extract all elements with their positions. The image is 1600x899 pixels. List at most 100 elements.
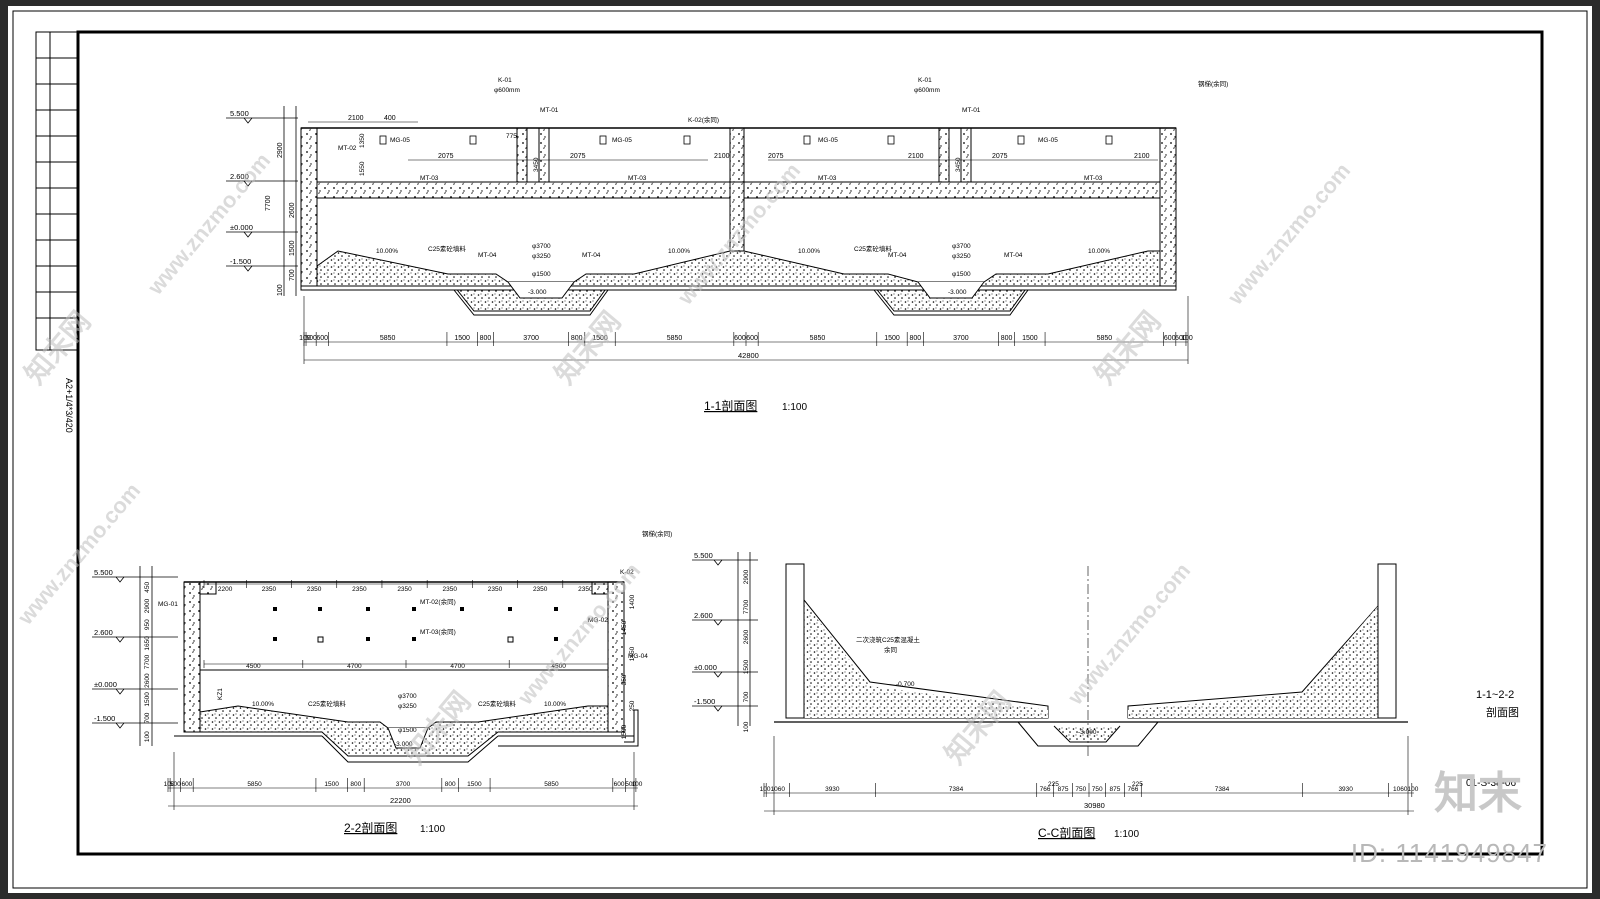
bottom-dim-text-cc: 100 [760, 786, 771, 793]
left-title-strip [35, 31, 79, 351]
bottom-dim-text-11: 500 [1175, 335, 1187, 342]
label-bottom-elev: -3.000 [528, 289, 547, 296]
label-mt04-c: MT-04 [888, 252, 907, 259]
elev-cc-a: 5.500 [694, 551, 713, 560]
bottom-dim-text-11: 1500 [454, 335, 470, 342]
bottom-dim-text-11: 800 [909, 335, 921, 342]
vertical-dim-text-22-right: 1400 [629, 594, 636, 609]
elev-11-c: ±0.000 [230, 223, 253, 232]
bottom-dim-text-22: 600 [614, 781, 625, 788]
bottom-dim-text-11: 5850 [667, 335, 683, 342]
label-phi1500-b: φ1500 [952, 271, 971, 278]
vertical-dim-text-22: 2900 [144, 598, 151, 613]
label-c25-22-b: C25素砼填料 [478, 699, 516, 708]
drawing-number: 01-S-38-06 [1466, 778, 1516, 789]
openings-11 [379, 135, 1113, 145]
label-mg04: MG-04 [628, 653, 648, 660]
image-id-label: ID: 1141949847 [1350, 838, 1548, 868]
bottom-dim-text-11: 600 [316, 335, 328, 342]
label-bottom-elev-22: -3.000 [394, 741, 413, 748]
rebar-marks-22 [273, 607, 558, 643]
tdim-11-a: 2100 [348, 115, 364, 122]
vertical-dim-text-22-right: 1450 [621, 620, 628, 635]
sheet-title-line2: 剖面图 [1486, 705, 1519, 719]
bottom-dim-text-11: 100 [1181, 335, 1193, 342]
label-ladder: 钢梯(余同) [1198, 79, 1228, 88]
vdim-11-e: 700 [289, 269, 296, 281]
label-slope-d: 10.00% [1088, 248, 1110, 255]
label-slope-c: 10.00% [798, 248, 820, 255]
bottom-dim-text-11: 800 [480, 335, 492, 342]
tdim-11-h2: 3450 [955, 157, 962, 172]
elevation-markers-cc [692, 552, 758, 726]
top-dim-text-22: 2350 [262, 586, 277, 593]
drawing-sheet: A2+1/4*3/420 5.500 2.600 ±0.000 -1.500 2… [8, 6, 1592, 893]
vertical-dim-text-22-right: 1450 [629, 646, 636, 661]
bottom-dim-text-11: 800 [571, 335, 583, 342]
elev-cc-b: 2.600 [694, 611, 713, 620]
label-mg05-b: MG-05 [612, 137, 632, 144]
label-slope-22: 10.00% [252, 701, 274, 708]
bottom-dim-text-11: 600 [746, 335, 758, 342]
mid-dim-text-22: 4500 [551, 663, 566, 670]
vertical-dim-text-cc: 2600 [743, 629, 750, 644]
label-phi600: φ600mm [494, 87, 520, 94]
mid-dim-text-22: 4700 [450, 663, 465, 670]
total-dim-11: 42800 [738, 351, 759, 360]
tdim-11-d2: 2075 [570, 153, 586, 160]
vertical-dim-text-22: 1650 [144, 636, 151, 651]
label-mt03-22: MT-03(余同) [420, 627, 456, 636]
section-c-c: 5.500 2.600 ±0.000 -1.500 二次浇筑C25素混凝土 余同… [692, 551, 1419, 840]
vertical-dim-text-22: 7700 [144, 654, 151, 669]
label-ladder-22: 钢梯(余同) [642, 529, 672, 538]
bottom-dim-text-11: 3700 [523, 335, 539, 342]
vertical-dim-text-22: 950 [144, 619, 151, 630]
tdim-11-d3: 2075 [768, 153, 784, 160]
bottom-dim-text-cc: 750 [1075, 786, 1086, 793]
vertical-dim-text-22-right: 1500 [621, 724, 628, 739]
watermarks: www.znzmo.com www.znzmo.com www.znzmo.co… [12, 148, 1355, 770]
label-phi3700-b: φ3700 [952, 243, 971, 250]
structure-22 [174, 581, 639, 763]
bottom-dim-text-11: 5850 [1097, 335, 1113, 342]
elev-22-a: 5.500 [94, 568, 113, 577]
label-phi3250-b: φ3250 [952, 253, 971, 260]
bottom-dim-text-cc: 3930 [825, 786, 840, 793]
bottom-dim-text-11: 500 [305, 335, 317, 342]
note-cc-2: 余同 [884, 645, 897, 654]
vertical-dim-text-cc: 100 [743, 721, 750, 732]
watermark-brand-2: 知末网 [548, 305, 627, 390]
bottom-dim-text-22: 3700 [396, 781, 411, 788]
bottom-dim-text-11: 100 [299, 335, 311, 342]
label-slope-22-b: 10.00% [544, 701, 566, 708]
label-phi600-b: φ600mm [914, 87, 940, 94]
inner-frame [76, 30, 1544, 856]
vertical-dim-text-22: 700 [144, 712, 151, 723]
bottom-dim-text-cc: 766 [1127, 786, 1138, 793]
label-slope-b: 10.00% [668, 248, 690, 255]
label-k02: K-02(余同) [688, 115, 719, 124]
vertical-dim-text-22: 1500 [144, 692, 151, 707]
bottom-dim-text-cc: 100 [1407, 786, 1418, 793]
label-mt03-b: MT-03 [628, 175, 647, 182]
total-dim-cc: 30980 [1084, 801, 1105, 810]
bottom-dim-text-11: 3700 [953, 335, 969, 342]
vdim-11-b: 7700 [265, 195, 272, 211]
section-1-1: 5.500 2.600 ±0.000 -1.500 2900 7700 2600… [226, 77, 1228, 413]
label-k01: K-01 [498, 77, 512, 84]
tdim-11-e: 2100 [714, 153, 730, 160]
elevation-markers-11 [226, 106, 298, 296]
elev-11-b: 2.600 [230, 172, 249, 181]
label-mt01: MT-01 [540, 107, 559, 114]
top-dim-text-22: 2350 [533, 586, 548, 593]
outer-border [12, 10, 1588, 889]
extra-dim-cc-a: 225 [1048, 781, 1059, 788]
label-mt03-c: MT-03 [818, 175, 837, 182]
label-mt03-d: MT-03 [1084, 175, 1103, 182]
label-mt04-d: MT-04 [1004, 252, 1023, 259]
elev-cc-c: ±0.000 [694, 663, 717, 672]
bottom-dim-text-11: 5850 [810, 335, 826, 342]
sheet-format-label: A2+1/4*3/420 [64, 378, 74, 433]
bottom-dimline-22 [168, 752, 638, 810]
note-cc: 二次浇筑C25素混凝土 [856, 635, 920, 644]
